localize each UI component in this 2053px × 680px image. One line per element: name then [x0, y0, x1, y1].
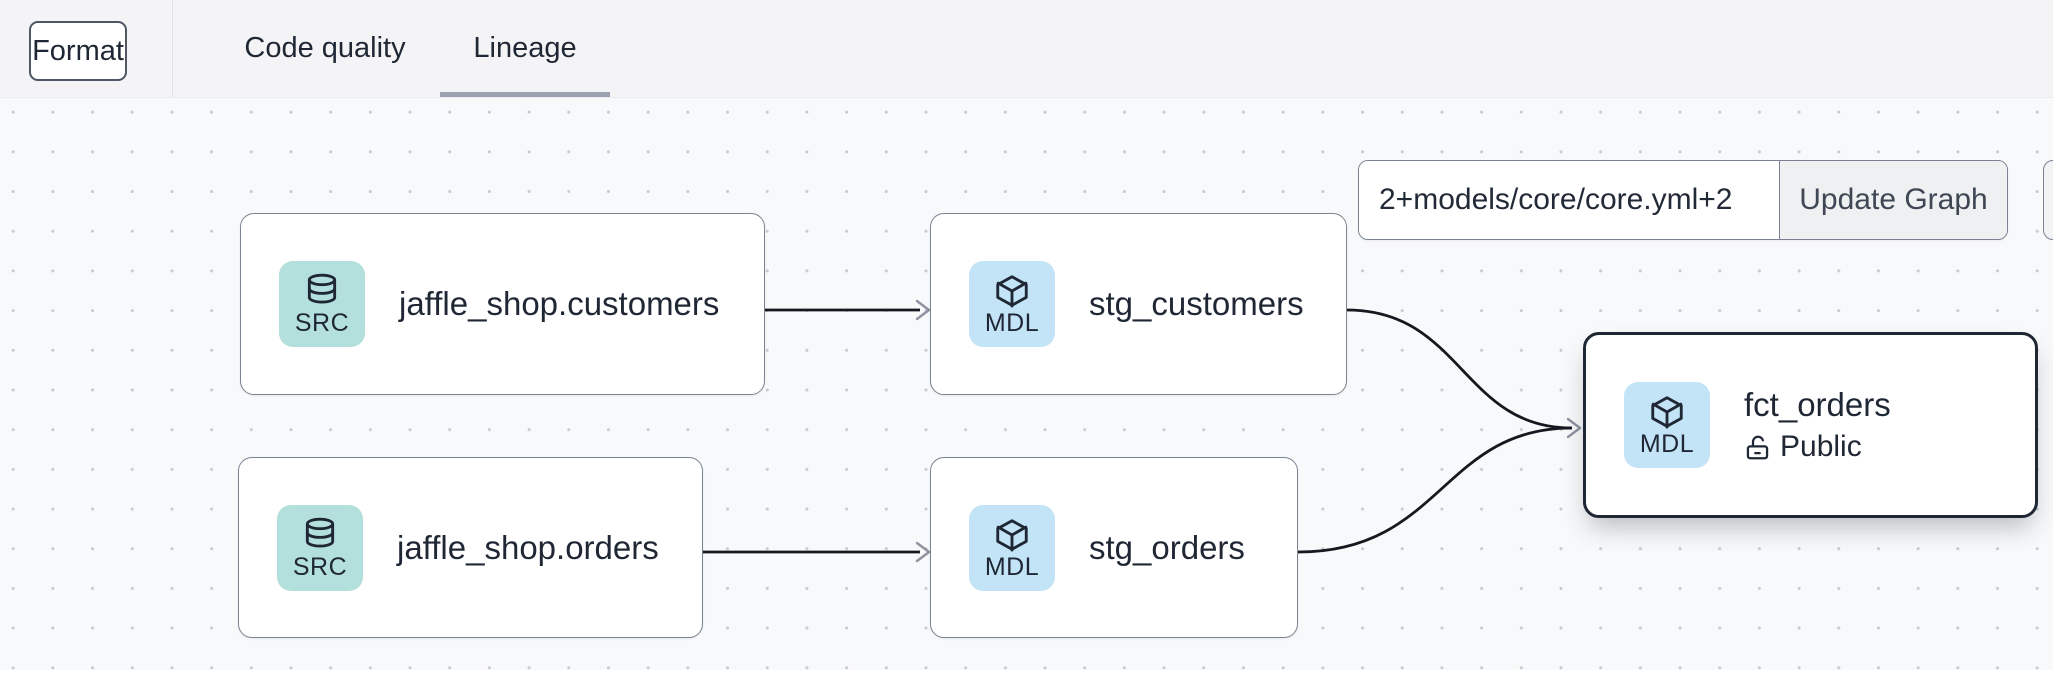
tab-code-quality[interactable]: Code quality [220, 0, 430, 97]
arrowhead-icon [1566, 417, 1582, 439]
arrowhead-icon [915, 541, 931, 563]
database-icon [307, 273, 337, 304]
graph-selector-group: Update Graph [1358, 160, 2008, 240]
format-button[interactable]: Format [29, 21, 127, 81]
node-label: jaffle_shop.customers [399, 285, 720, 322]
canvas-bottom-strip [0, 670, 2053, 680]
lineage-edges [703, 299, 1582, 563]
node-jaffle_shop-orders[interactable]: SRC jaffle_shop.orders [238, 457, 703, 638]
lineage-canvas[interactable]: SRC jaffle_shop.customers SRC jaffle_sho… [0, 98, 2053, 680]
access-level-label: Public [1780, 430, 1862, 463]
cube-icon [996, 275, 1028, 308]
active-tab-underline [440, 92, 610, 97]
arrowhead-icon [915, 299, 931, 321]
selector-input[interactable] [1359, 161, 1779, 239]
edge-stgcustomers-to-fct [1346, 308, 1573, 430]
badge-label: SRC [294, 309, 350, 337]
source-badge: SRC [279, 261, 365, 347]
badge-label: SRC [292, 552, 348, 581]
cube-icon [996, 518, 1028, 551]
tab-lineage-label: Lineage [473, 32, 577, 64]
database-icon [305, 517, 335, 548]
node-stg_orders[interactable]: MDL stg_orders [930, 457, 1298, 638]
tab-code-quality-label: Code quality [244, 32, 406, 64]
node-jaffle_shop-customers[interactable]: SRC jaffle_shop.customers [240, 213, 765, 395]
access-level: Public [1744, 430, 1891, 464]
node-label: jaffle_shop.orders [397, 528, 659, 566]
badge-label: MDL [1639, 430, 1695, 458]
toolbar-divider [172, 0, 173, 97]
node-label: fct_orders [1744, 386, 1891, 423]
badge-label: MDL [984, 309, 1040, 337]
node-fct_orders[interactable]: MDL fct_orders Public [1583, 332, 2038, 518]
tab-lineage[interactable]: Lineage [440, 0, 610, 97]
node-label: stg_orders [1089, 528, 1245, 566]
top-toolbar: Format Code quality Lineage [0, 0, 2053, 98]
edge-stgorders-to-fct [1297, 426, 1573, 554]
update-graph-button[interactable]: Update Graph [1779, 161, 2007, 239]
model-badge: MDL [1624, 382, 1710, 468]
unlock-icon [1746, 435, 1769, 459]
cube-icon [1651, 396, 1683, 429]
model-badge: MDL [969, 504, 1055, 591]
badge-label: MDL [984, 552, 1040, 581]
clipped-edge-button[interactable] [2043, 160, 2053, 240]
source-badge: SRC [277, 504, 363, 591]
node-stg_customers[interactable]: MDL stg_customers [930, 213, 1347, 395]
node-label: stg_customers [1089, 285, 1304, 322]
model-badge: MDL [969, 261, 1055, 347]
